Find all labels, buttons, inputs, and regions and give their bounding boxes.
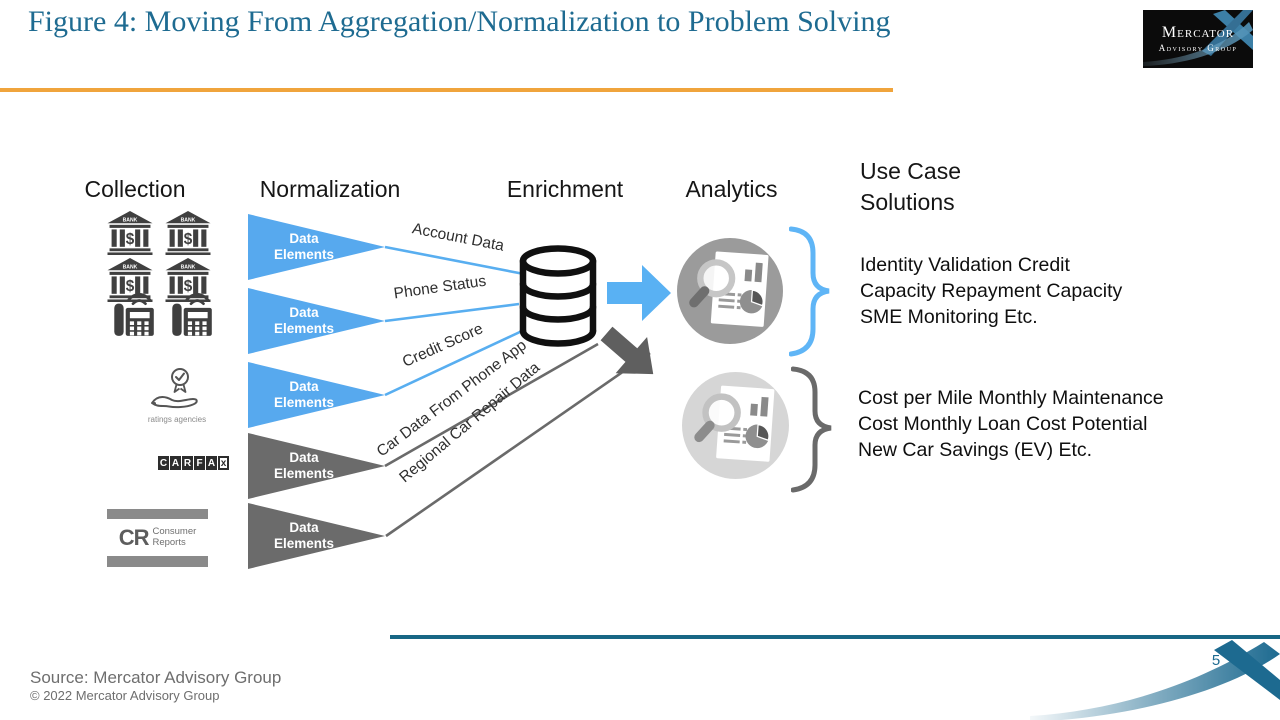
bank-label: BANK (123, 264, 138, 270)
logo-subtitle: Advisory Group (1158, 43, 1238, 53)
data-elements-label: Data Elements (273, 378, 335, 410)
column-header-collection: Collection (84, 176, 186, 202)
report-magnifier-icon (689, 251, 769, 327)
bank-dollar-symbol: $ (184, 231, 193, 248)
data-elements-flag: Data Elements (248, 362, 385, 428)
mercator-logo: Mercator Advisory Group (1143, 10, 1253, 68)
carfax-letter: F (194, 456, 205, 470)
analytics-circle-secondary (682, 372, 789, 479)
copyright-line: © 2022 Mercator Advisory Group (30, 688, 220, 703)
bank-label: BANK (123, 217, 138, 223)
ratings-agencies-icon (151, 368, 198, 409)
gray-arrow-icon (600, 326, 654, 375)
carfax-letter: A (170, 456, 181, 470)
data-elements-label: Data Elements (273, 304, 335, 336)
bank-icons-group: BANK $ BANK $ BANK (106, 210, 214, 302)
data-elements-label: Data Elements (273, 449, 335, 481)
column-header-enrichment: Enrichment (506, 176, 624, 202)
footer-rule (390, 635, 1280, 639)
column-header-analytics: Analytics (685, 176, 778, 202)
gray-brace (791, 366, 832, 493)
bank-dollar-symbol: $ (126, 231, 135, 248)
column-header-use-case-solutions: Use Case Solutions (860, 158, 961, 216)
bank-dollar-symbol: $ (184, 278, 193, 295)
column-header-normalization: Normalization (259, 176, 401, 202)
data-elements-flag: Data Elements (248, 214, 385, 280)
database-icon (519, 245, 597, 347)
consumer-reports-top-bar (107, 509, 208, 519)
consumer-reports-cr: CR (118, 524, 150, 550)
carfax-letter: A (206, 456, 217, 470)
page-title: Figure 4: Moving From Aggregation/Normal… (28, 5, 891, 38)
footer-swoosh-icon (1030, 640, 1280, 720)
fax-icons-group (108, 286, 216, 338)
carfax-letter: C (158, 456, 169, 470)
report-magnifier-icon (694, 385, 775, 462)
use-case-text-primary: Identity Validation Credit Capacity Repa… (860, 254, 1123, 328)
data-elements-label: Data Elements (273, 230, 335, 262)
bank-label: BANK (181, 217, 196, 223)
consumer-reports-wordmark: Consumer Reports (152, 525, 197, 549)
ratings-agencies-caption: ratings agencies (147, 415, 207, 424)
source-line: Source: Mercator Advisory Group (30, 668, 282, 687)
consumer-reports-bottom-bar (107, 556, 208, 567)
carfax-logo: C A R F A x (158, 456, 229, 470)
consumer-reports-line1: Consumer (152, 525, 197, 537)
data-elements-flag: Data Elements (248, 288, 385, 354)
fax-phone-icon (114, 292, 154, 336)
use-case-text-secondary: Cost per Mile Monthly Maintenance Cost M… (858, 387, 1164, 461)
data-elements-flag: Data Elements (248, 433, 385, 499)
analytics-circle-primary (677, 238, 783, 344)
feed-label-phone-status: Phone Status (392, 272, 488, 303)
data-elements-flag: Data Elements (248, 503, 385, 569)
data-elements-label: Data Elements (273, 519, 335, 551)
blue-brace (789, 226, 830, 357)
blue-arrow-icon (607, 265, 671, 321)
consumer-reports-logo: CR Consumer Reports (107, 509, 208, 567)
consumer-reports-line2: Reports (152, 536, 186, 548)
bank-icon: BANK $ (165, 211, 211, 255)
logo-name: Mercator (1161, 24, 1235, 41)
bank-dollar-symbol: $ (126, 278, 135, 295)
bank-icon: BANK $ (107, 211, 153, 255)
carfax-letter-x: x (218, 456, 229, 470)
carfax-letter: R (182, 456, 193, 470)
feed-label-credit-score: Credit Score (399, 320, 486, 371)
feed-label-account-data: Account Data (410, 220, 506, 255)
fax-phone-icon (172, 292, 212, 336)
ratings-agencies-group: ratings agencies (146, 366, 208, 424)
page-number: 5 (1211, 652, 1221, 669)
title-underline (0, 88, 893, 92)
bank-label: BANK (181, 264, 196, 270)
bank-icon: BANK $ (165, 258, 211, 302)
logo-swoosh-icon (1143, 10, 1253, 66)
